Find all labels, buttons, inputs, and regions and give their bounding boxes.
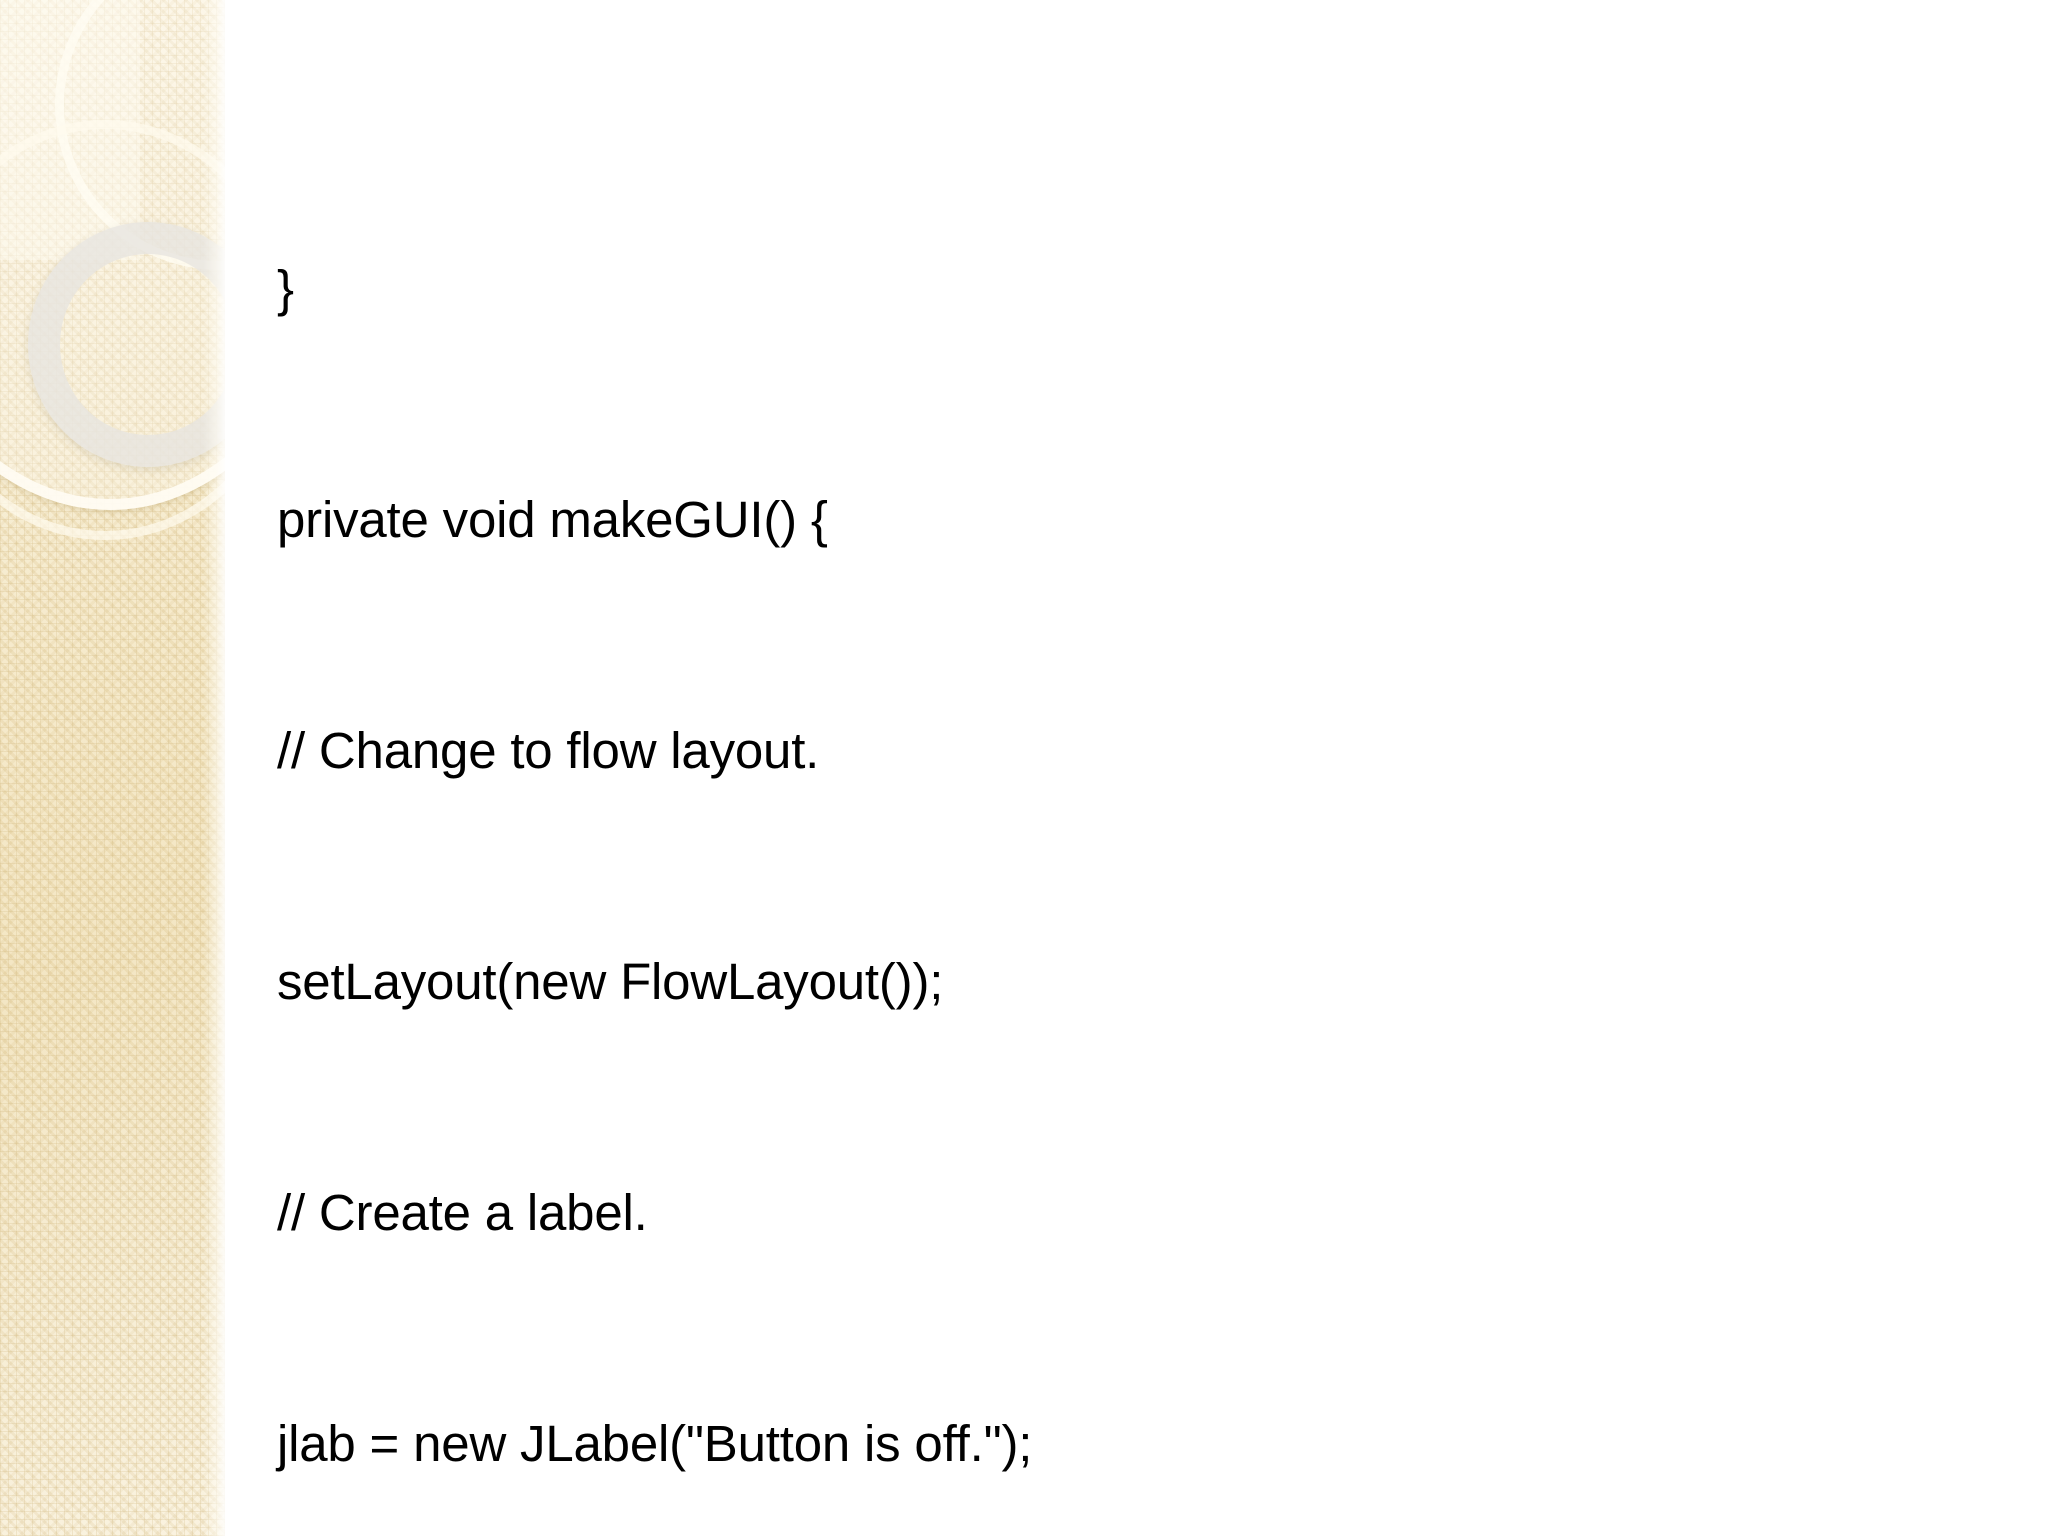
slide-content-area: } private void makeGUI() { // Change to …	[225, 0, 2048, 1536]
code-block: } private void makeGUI() { // Change to …	[277, 96, 2017, 1536]
code-line: // Create a label.	[277, 1184, 648, 1241]
side-band-edge-highlight	[203, 0, 225, 1536]
code-line: // Change to flow layout.	[277, 722, 820, 779]
code-line: }	[277, 260, 294, 317]
code-line: private void makeGUI() {	[277, 491, 828, 548]
code-line: jlab = new JLabel("Button is off.");	[277, 1415, 1033, 1472]
code-line: setLayout(new FlowLayout());	[277, 953, 944, 1010]
decorative-side-band	[0, 0, 225, 1536]
crossing-arc-ring	[0, 120, 225, 540]
